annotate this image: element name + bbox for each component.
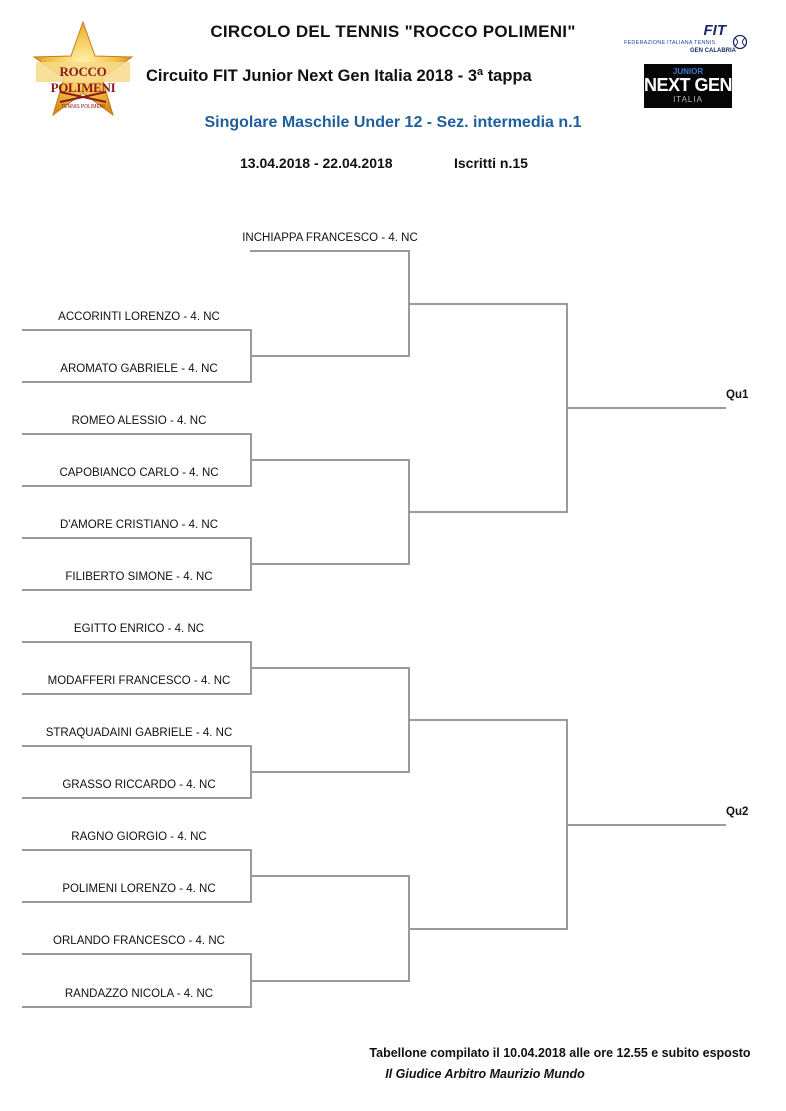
- first-round-line: [22, 433, 252, 435]
- player-name: ORLANDO FRANCESCO - 4. NC: [53, 935, 225, 947]
- player-name: INCHIAPPA FRANCESCO - 4. NC: [242, 232, 418, 244]
- first-round-line: [22, 1006, 252, 1008]
- bye-player-line: [250, 250, 410, 252]
- tennis-ball-icon: [732, 34, 748, 50]
- first-round-line: [22, 537, 252, 539]
- player-name: FILIBERTO SIMONE - 4. NC: [65, 571, 213, 583]
- player-name: EGITTO ENRICO - 4. NC: [73, 623, 205, 635]
- first-round-line: [22, 849, 252, 851]
- player-name: GRASSO RICCARDO - 4. NC: [62, 779, 216, 791]
- star-logo-icon: [32, 20, 134, 117]
- first-round-line: [22, 797, 252, 799]
- event-dates: 13.04.2018 - 22.04.2018: [240, 155, 393, 171]
- nextgen-italia-text: ITALIA: [673, 95, 703, 104]
- third-round-line: [408, 719, 568, 721]
- player-name: RAGNO GIORGIO - 4. NC: [71, 831, 207, 843]
- event-title: Singolare Maschile Under 12 - Sez. inter…: [204, 114, 582, 131]
- second-round-line: [250, 875, 410, 877]
- nextgen-logo: JUNIOR NEXT GEN ITALIA: [644, 64, 733, 108]
- fit-logo: FIT FEDERAZIONE ITALIANA TENNIS GEN CALA…: [622, 22, 752, 56]
- fit-region-text: GEN CALABRIA: [690, 48, 736, 54]
- second-round-line: [250, 771, 410, 773]
- first-round-line: [22, 953, 252, 955]
- compiled-note: Tabellone compilato il 10.04.2018 alle o…: [369, 1046, 751, 1060]
- nextgen-junior-text: JUNIOR: [672, 67, 704, 76]
- first-round-line: [22, 641, 252, 643]
- fit-logo-text: FIT: [703, 22, 727, 39]
- club-logo-subtext: TENNIS POLIMENI: [61, 104, 105, 110]
- player-name: D'AMORE CRISTIANO - 4. NC: [59, 519, 219, 531]
- player-name: STRAQUADAINI GABRIELE - 4. NC: [45, 727, 233, 739]
- qualifier-label: Qu1: [726, 389, 749, 401]
- first-round-line: [22, 589, 252, 591]
- player-name: RANDAZZO NICOLA - 4. NC: [64, 988, 214, 1000]
- club-logo: ROCCO POLIMENI TENNIS POLIMENI: [30, 20, 136, 120]
- first-round-line: [22, 901, 252, 903]
- second-round-line: [250, 355, 410, 357]
- nextgen-main-text: NEXT GEN: [644, 75, 733, 95]
- player-name: CAPOBIANCO CARLO - 4. NC: [59, 467, 219, 479]
- third-round-line: [408, 928, 568, 930]
- player-name: MODAFFERI FRANCESCO - 4. NC: [47, 675, 231, 687]
- second-round-line: [250, 667, 410, 669]
- entries-count: Iscritti n.15: [454, 155, 528, 171]
- player-name: ACCORINTI LORENZO - 4. NC: [58, 311, 220, 323]
- circuit-title: Circuito FIT Junior Next Gen Italia 2018…: [146, 67, 532, 85]
- player-name: ROMEO ALESSIO - 4. NC: [71, 415, 207, 427]
- second-round-line: [250, 980, 410, 982]
- club-title: CIRCOLO DEL TENNIS "ROCCO POLIMENI": [210, 22, 576, 41]
- club-logo-text: ROCCO POLIMENI: [50, 64, 116, 95]
- player-name: AROMATO GABRIELE - 4. NC: [60, 363, 218, 375]
- first-round-line: [22, 693, 252, 695]
- first-round-line: [22, 381, 252, 383]
- player-name: POLIMENI LORENZO - 4. NC: [62, 883, 216, 895]
- third-round-line: [408, 511, 568, 513]
- qualifier-line: [566, 824, 726, 826]
- fit-federation-text: FEDERAZIONE ITALIANA TENNIS: [624, 40, 716, 46]
- referee-signature: Il Giudice Arbitro Maurizio Mundo: [385, 1067, 585, 1081]
- qualifier-label: Qu2: [726, 806, 749, 818]
- first-round-line: [22, 745, 252, 747]
- first-round-line: [22, 485, 252, 487]
- first-round-line: [22, 329, 252, 331]
- qualifier-line: [566, 407, 726, 409]
- second-round-line: [250, 459, 410, 461]
- third-round-line: [408, 303, 568, 305]
- second-round-line: [250, 563, 410, 565]
